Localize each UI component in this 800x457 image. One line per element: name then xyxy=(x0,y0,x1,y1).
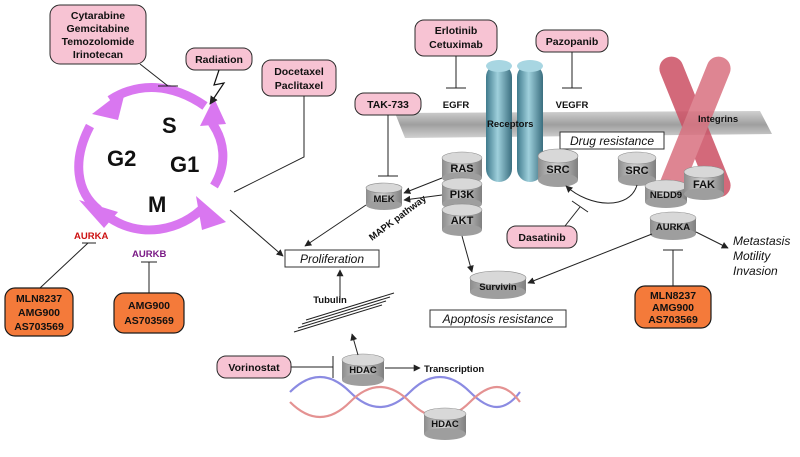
node-pi3k: PI3K xyxy=(441,177,483,210)
aurkb-label: AURKB xyxy=(132,249,166,260)
phase-s: S xyxy=(162,113,177,138)
drug-resistance-box: Drug resistance xyxy=(559,131,665,150)
apoptosis-resistance-box: Apoptosis resistance xyxy=(429,309,567,328)
cell-cycle-arrowheads xyxy=(79,88,226,230)
node-src-left: SRC xyxy=(537,148,579,187)
radiation-label: Radiation xyxy=(195,54,243,66)
vorinostat-label: Vorinostat xyxy=(228,362,280,374)
pi3k-label: PI3K xyxy=(450,189,475,201)
chemo-drug-box: Cytarabine Gemcitabine Temozolomide Irin… xyxy=(49,4,147,65)
chemo-drug-4: Irinotecan xyxy=(73,49,123,61)
taxane-box: Docetaxel Paclitaxel xyxy=(261,59,337,97)
pathway-arrows xyxy=(229,177,729,372)
dasatinib-label: Dasatinib xyxy=(518,232,565,244)
phase-g1: G1 xyxy=(170,152,199,177)
radiation-box: Radiation xyxy=(185,47,253,71)
node-src-right: SRC xyxy=(617,151,657,186)
node-nedd9: NEDD9 xyxy=(644,179,688,208)
egfr-inhibitor-1: Erlotinib xyxy=(435,25,478,37)
node-fak: FAK xyxy=(683,165,725,200)
aurka-right-drug-2: AMG900 xyxy=(652,302,694,314)
receptors-shape xyxy=(486,60,543,182)
aurkb-inhibitor-box: AMG900 AS703569 xyxy=(113,292,185,334)
pazopanib-label: Pazopanib xyxy=(546,36,599,48)
egfr-label: EGFR xyxy=(443,100,470,111)
ras-label: RAS xyxy=(450,163,473,175)
integrins-shape xyxy=(659,56,731,198)
aurka-node-label: AURKA xyxy=(656,222,690,233)
motility-label: Motility xyxy=(733,249,771,263)
metastasis-label: Metastasis xyxy=(733,234,790,248)
fak-label: FAK xyxy=(693,179,715,191)
vegfr-label: VEGFR xyxy=(556,100,589,111)
chemo-drug-2: Gemcitabine xyxy=(66,23,129,35)
tak-label: TAK-733 xyxy=(367,99,409,111)
apoptosis-resistance-label: Apoptosis resistance xyxy=(442,312,554,326)
vorinostat-box: Vorinostat xyxy=(216,355,292,379)
aurka-right-drug-1: MLN8237 xyxy=(650,290,696,302)
node-aurka: AURKA xyxy=(649,211,697,240)
src-right-label: SRC xyxy=(625,165,648,177)
pazopanib-box: Pazopanib xyxy=(535,29,609,53)
aurka-right-drug-3: AS703569 xyxy=(648,314,698,326)
node-hdac-dna: HDAC xyxy=(423,407,467,440)
egfr-inhibitor-2: Cetuximab xyxy=(429,39,483,51)
aurka-label-left: AURKA xyxy=(74,231,108,242)
transcription-label: Transcription xyxy=(424,364,484,375)
phase-g2: G2 xyxy=(107,146,136,171)
hdac-label: HDAC xyxy=(349,365,377,376)
aurka-inhibitor-box-right: MLN8237 AMG900 AS703569 xyxy=(634,285,712,329)
aurkb-drug-2: AS703569 xyxy=(124,315,174,327)
radiation-bolt xyxy=(209,69,226,105)
hdac-dna-label: HDAC xyxy=(431,419,459,430)
drug-resistance-label: Drug resistance xyxy=(570,134,654,148)
aurka-left-drug-1: MLN8237 xyxy=(16,293,62,305)
nedd9-label: NEDD9 xyxy=(650,190,682,201)
proliferation-label: Proliferation xyxy=(300,252,364,266)
aurkb-drug-1: AMG900 xyxy=(128,300,170,312)
taxane-1: Docetaxel xyxy=(274,66,324,78)
tubulin-label: Tubulin xyxy=(313,295,347,306)
dna-helix xyxy=(289,376,521,418)
phase-m: M xyxy=(148,192,166,217)
chemo-drug-1: Cytarabine xyxy=(71,10,125,22)
aurka-left-drug-2: AMG900 xyxy=(18,307,60,319)
tubulin-lines xyxy=(293,292,395,333)
tak-box: TAK-733 xyxy=(354,92,422,116)
aurka-inhibitor-box-left: MLN8237 AMG900 AS703569 xyxy=(4,287,74,337)
receptors-label: Receptors xyxy=(487,119,533,130)
taxane-2: Paclitaxel xyxy=(275,80,324,92)
egfr-inhibitor-box: Erlotinib Cetuximab xyxy=(414,19,498,57)
mek-label: MEK xyxy=(373,194,394,205)
node-akt: AKT xyxy=(441,203,483,236)
node-mek: MEK xyxy=(365,182,403,210)
src-left-label: SRC xyxy=(546,164,569,176)
node-hdac: HDAC xyxy=(341,353,385,386)
aurka-left-drug-3: AS703569 xyxy=(14,321,64,333)
akt-label: AKT xyxy=(451,215,474,227)
proliferation-box: Proliferation xyxy=(284,249,380,268)
invasion-label: Invasion xyxy=(733,264,778,278)
chemo-drug-3: Temozolomide xyxy=(62,36,135,48)
node-survivin: Survivin xyxy=(469,270,527,299)
dasatinib-box: Dasatinib xyxy=(506,225,578,249)
survivin-label: Survivin xyxy=(479,282,517,293)
integrins-label: Integrins xyxy=(698,114,738,125)
